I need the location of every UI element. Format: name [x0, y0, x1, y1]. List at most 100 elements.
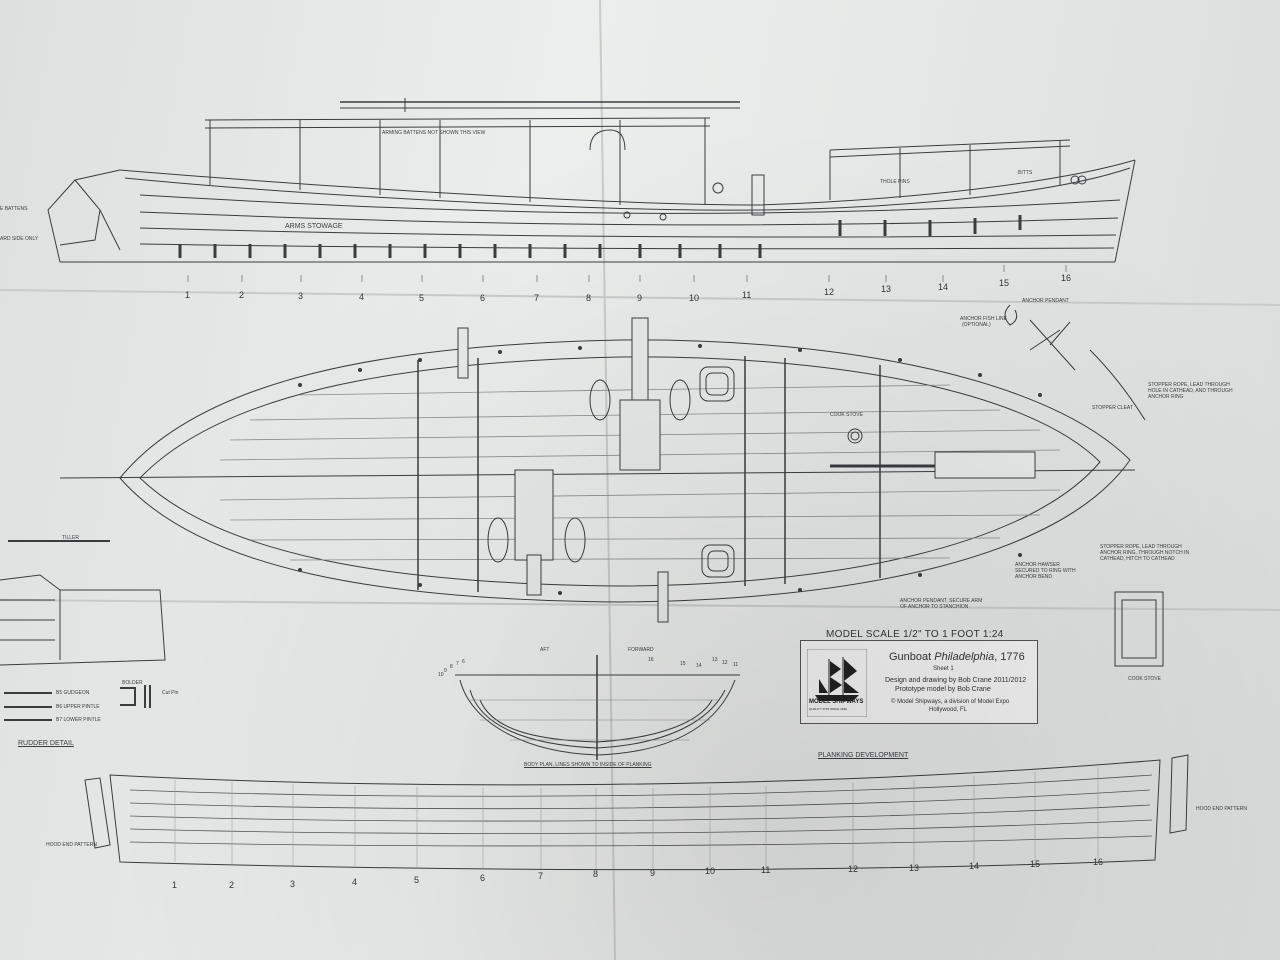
profile-station-9: 9 — [637, 293, 643, 303]
arms-stowage-label: ARMS STOWAGE — [285, 223, 343, 230]
profile-station-1: 1 — [185, 290, 191, 300]
board-side-label: ARD SIDE ONLY — [0, 236, 39, 242]
body-station-10: 10 — [438, 672, 444, 678]
body-plan-forward: FORWARD — [628, 647, 654, 653]
stopper-rope-label-3: ANCHOR RING — [1148, 394, 1184, 400]
profile-stern — [47, 169, 121, 263]
anchor — [1029, 319, 1076, 371]
rudder-detail — [0, 574, 166, 721]
anchor-hawser-label-2: SECURED TO RING WITH — [1015, 568, 1076, 574]
profile-hull-rail — [124, 167, 1131, 211]
anchor-pendant-label: ANCHOR PENDANT — [1022, 298, 1069, 304]
drawing-title: Gunboat Philadelphia, 1776 — [889, 651, 1025, 663]
sheet-number: Sheet 1 — [933, 666, 954, 672]
plan-hull-inner — [139, 356, 1101, 587]
body-plan — [455, 655, 740, 760]
model-scale: MODEL SCALE 1/2" TO 1 FOOT 1:24 — [826, 629, 1004, 640]
body-station-16: 16 — [648, 657, 654, 663]
publisher-line: © Model Shipways, a division of Model Ex… — [891, 699, 1010, 705]
profile-station-4: 4 — [359, 292, 365, 302]
upper-pintle-label: B6 UPPER PINTLE — [56, 704, 100, 710]
gudgeon-label: B5 GUDGEON — [56, 690, 90, 696]
plan-hull-outer — [119, 339, 1131, 603]
rudder-detail-title: RUDDER DETAIL — [18, 740, 74, 747]
bow-gun — [934, 451, 1036, 479]
body-plan-aft: AFT — [540, 647, 550, 653]
profile-station-6: 6 — [480, 293, 486, 303]
profile-station-15: 15 — [999, 278, 1010, 288]
plank-station-7: 7 — [538, 871, 544, 881]
anchor-hawser-label-3: ANCHOR BEND — [1015, 574, 1052, 580]
plank-station-13: 13 — [909, 863, 920, 873]
battens-left-label: E BATTENS — [0, 206, 28, 212]
thole-pins-label: THOLE PINS — [880, 179, 910, 185]
title-main: Gunboat — [889, 651, 932, 663]
ship-logo-icon — [807, 649, 867, 717]
profile-station-8: 8 — [586, 293, 592, 303]
profile-station-14: 14 — [938, 282, 949, 292]
body-station-15: 15 — [680, 661, 686, 667]
bolder-label: BOLDER — [122, 680, 143, 686]
tiller-label: TILLER — [62, 535, 79, 541]
plank-station-10: 10 — [705, 866, 716, 876]
profile-station-10: 10 — [689, 293, 700, 303]
profile-station-3: 3 — [298, 291, 304, 301]
profile-station-11: 11 — [742, 290, 752, 300]
title-year: , 1776 — [994, 651, 1025, 663]
plank-station-3: 3 — [290, 879, 296, 889]
body-station-13: 13 — [712, 657, 718, 663]
batten-note-label: ARMING BATTENS NOT SHOWN THIS VIEW — [382, 130, 486, 136]
profile-station-16: 16 — [1061, 273, 1072, 283]
prototype-credit: Prototype model by Bob Crane — [895, 686, 991, 693]
plank-station-4: 4 — [352, 877, 358, 887]
plank-station-12: 12 — [848, 864, 859, 874]
body-station-14: 14 — [696, 663, 702, 669]
plank-station-14: 14 — [969, 861, 980, 871]
anchor-pendant-b-label: ANCHOR PENDANT, SECURE ARM — [900, 598, 983, 604]
stopper-rope-label: STOPPER ROPE, LEAD THROUGH — [1148, 382, 1230, 388]
cut-pin-label: Cut Pin — [162, 690, 179, 696]
logo-text: MODEL SHIPWAYS — [809, 699, 864, 705]
profile-hull-top — [119, 159, 1136, 206]
profile-station-7: 7 — [534, 293, 540, 303]
profile-bow — [1114, 159, 1136, 263]
plank-station-6: 6 — [480, 873, 486, 883]
plank-station-9: 9 — [650, 868, 656, 878]
stopper-cleat-label: STOPPER CLEAT — [1092, 405, 1133, 411]
profile-view — [47, 98, 1136, 282]
title-block: MODEL SHIPWAYS QUALITY KITS SINCE 1946 G… — [800, 640, 1038, 724]
plank-station-1: 1 — [172, 880, 178, 890]
plank-station-5: 5 — [414, 875, 420, 885]
stopper-rope-b-label-3: CATHEAD, HITCH TO CATHEAD — [1100, 556, 1175, 562]
plank-station-15: 15 — [1030, 859, 1041, 869]
plank-station-2: 2 — [229, 880, 235, 890]
aft-gun-lower — [514, 469, 554, 561]
stopper-rope-b-label: STOPPER ROPE, LEAD THROUGH — [1100, 544, 1182, 550]
body-plan-caption: BODY PLAN, LINES SHOWN TO INSIDE OF PLAN… — [524, 762, 652, 768]
plank-station-16: 16 — [1093, 857, 1104, 867]
stopper-rope-b-label-2: ANCHOR RING, THROUGH NOTCH IN — [1100, 550, 1190, 556]
anchor-hawser-label: ANCHOR HAWSER — [1015, 562, 1060, 568]
lower-pintle-label: B7 LOWER PINTLE — [56, 717, 101, 723]
optional-label: (OPTIONAL) — [962, 322, 991, 328]
body-station-9: 9 — [444, 668, 447, 674]
cook-stove-detail — [1114, 591, 1164, 667]
profile-station-5: 5 — [419, 293, 425, 303]
body-station-12: 12 — [722, 660, 728, 666]
bitts-label: BITTS — [1018, 170, 1033, 176]
profile-station-2: 2 — [239, 290, 245, 300]
planking-title: PLANKING DEVELOPMENT — [818, 752, 909, 759]
profile-station-13: 13 — [881, 284, 892, 294]
deck-plan-view — [8, 304, 1164, 667]
logo-subtext: QUALITY KITS SINCE 1946 — [809, 707, 847, 711]
cook-stove-label: COOK STOVE — [830, 412, 863, 418]
body-station-7: 7 — [456, 661, 459, 667]
hood-end-left: HOOD END PATTERN — [46, 842, 97, 848]
anchor-pendant-b-label-2: OF ANCHOR TO STANCHION — [900, 604, 969, 610]
hood-end-right: HOOD END PATTERN — [1196, 806, 1247, 812]
design-credit: Design and drawing by Bob Crane 2011/201… — [885, 677, 1027, 684]
cook-stove-detail-label: COOK STOVE — [1128, 676, 1161, 682]
plank-station-8: 8 — [593, 869, 599, 879]
